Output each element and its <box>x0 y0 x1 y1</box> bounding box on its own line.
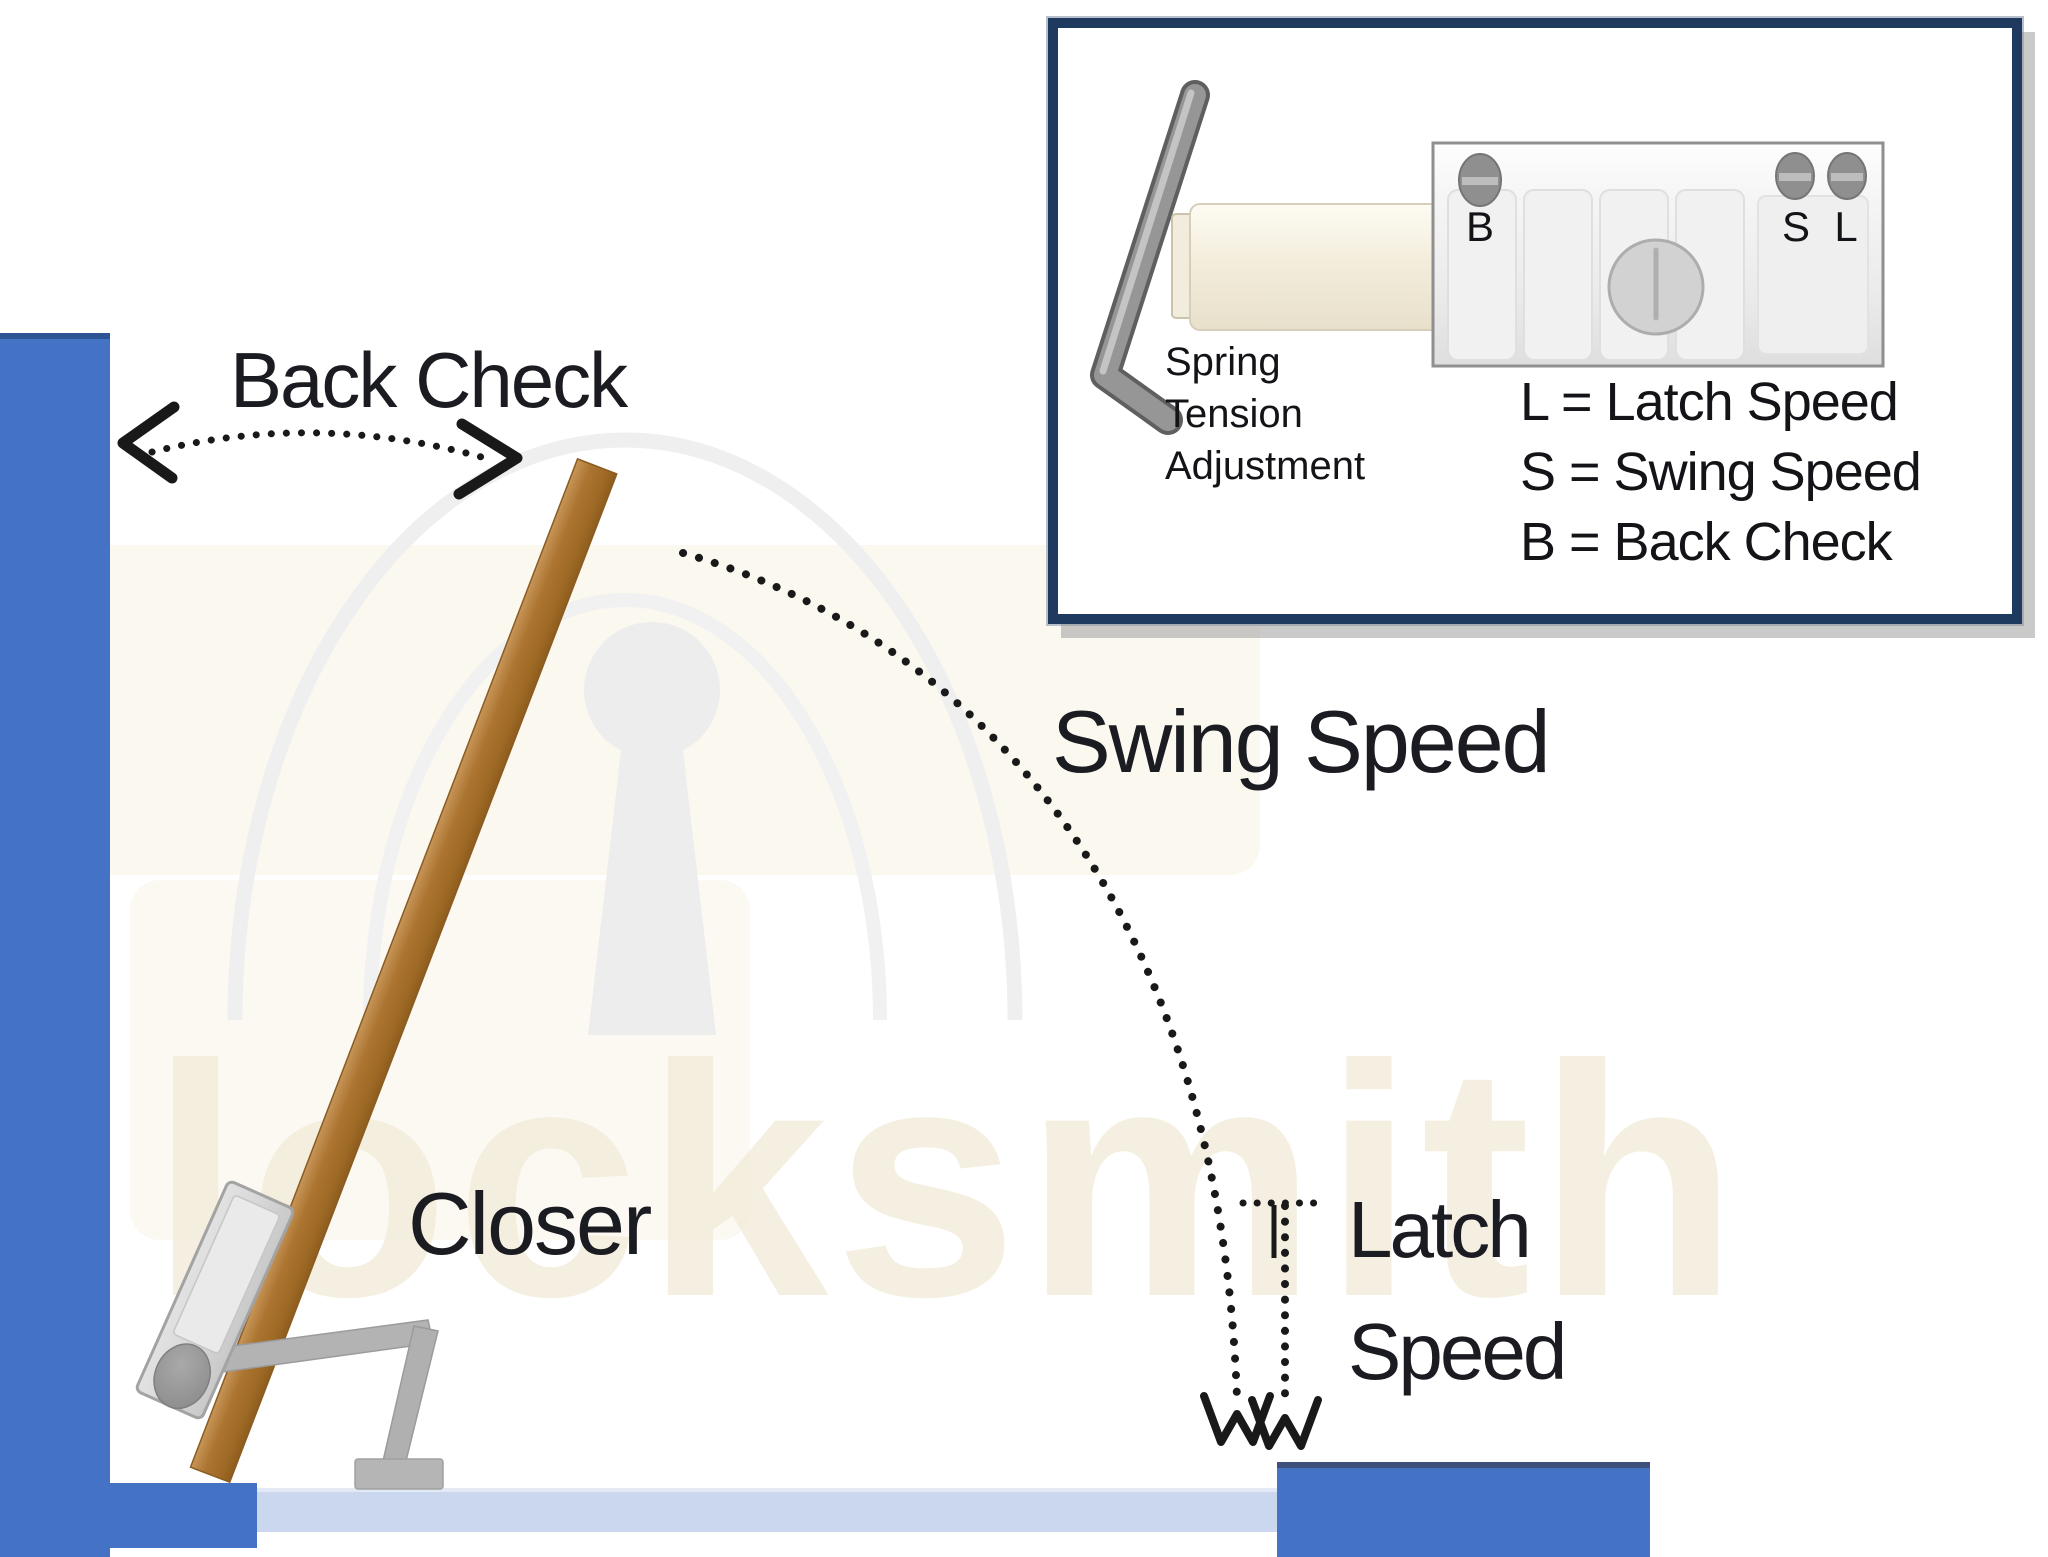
latch-speed-label-line2: Speed <box>1348 1307 1567 1396</box>
frame-right-block-top-edge <box>1277 1462 1650 1468</box>
back-check-label: Back Check <box>230 336 628 424</box>
allen-key-highlight <box>1099 89 1195 375</box>
closer-arm-foot <box>354 1458 444 1490</box>
closer-pivot <box>153 1343 211 1410</box>
floor-threshold <box>257 1488 1277 1532</box>
frame-right-block <box>1277 1462 1650 1557</box>
legend-line-swing: S = Swing Speed <box>1520 442 1922 502</box>
watermark-text: locksmith <box>150 996 1744 1365</box>
inset-canvas <box>1090 80 1885 435</box>
floor-top-edge <box>257 1488 1277 1492</box>
latch-speed-screw-slot <box>1831 173 1863 181</box>
wall-foot <box>110 1483 257 1548</box>
closer-body-group <box>135 1180 295 1420</box>
legend-line-back-check: B = Back Check <box>1520 512 1893 572</box>
watermark-keyhole-circle <box>584 622 720 758</box>
watermark-cream-band-2 <box>130 880 750 1240</box>
screw-label-latch: L <box>1834 203 1858 250</box>
swing-speed-screw-slot <box>1779 173 1811 181</box>
latch-speed-arrow <box>1239 1199 1322 1450</box>
spring-caption-line: Adjustment <box>1165 444 1366 488</box>
allen-key-shaft <box>1094 84 1206 431</box>
spring-caption-line: Spring <box>1165 340 1281 384</box>
wall-left-top-edge <box>0 333 110 339</box>
back-check-dotted-arc <box>148 429 496 464</box>
screw-label-swing: S <box>1781 203 1811 250</box>
back-check-right-arrowhead-icon <box>453 418 523 500</box>
spring-tube <box>1189 203 1453 331</box>
locksmith-watermark: locksmith <box>50 432 1744 1365</box>
watermark-keyhole-stem <box>588 742 716 1035</box>
door-panel <box>189 457 618 1484</box>
spring-caption-line: Tension <box>1165 392 1303 436</box>
swing-speed-label: Swing Speed <box>1052 692 1551 791</box>
allen-key-icon <box>1090 80 1210 435</box>
latch-speed-label-line1: Latch <box>1348 1185 1532 1274</box>
screw-label-back-check: B <box>1465 203 1495 250</box>
inset-body-fins <box>1447 189 1869 361</box>
back-check-screw-slot <box>1462 177 1498 185</box>
back-check-left-arrowhead-icon <box>117 401 180 484</box>
spring-tension-caption: Spring Tension Adjustment <box>1165 342 1365 498</box>
wall-left <box>0 333 110 1557</box>
body-fin <box>1757 195 1869 355</box>
door-closer-assembly <box>135 1180 444 1490</box>
body-fin <box>1523 189 1593 361</box>
closer-body-panel <box>173 1195 280 1354</box>
back-check-arrow <box>117 401 523 500</box>
closer-label: Closer <box>408 1174 652 1273</box>
watermark-padlock-shackle-outer <box>227 432 1023 1021</box>
door <box>189 457 618 1484</box>
latch-speed-arrowhead-icon <box>1248 1396 1322 1450</box>
legend-line-latch: L = Latch Speed <box>1520 372 1899 432</box>
adjustment-screws <box>1458 152 1867 207</box>
watermark-padlock-shackle-inner <box>363 593 887 1021</box>
adjustment-legend: L = Latch Speed S = Swing Speed B = Back… <box>1520 372 1922 585</box>
adjustment-inset-panel: B S L Spring Tension Adjustment L = Latc… <box>1048 18 2022 624</box>
